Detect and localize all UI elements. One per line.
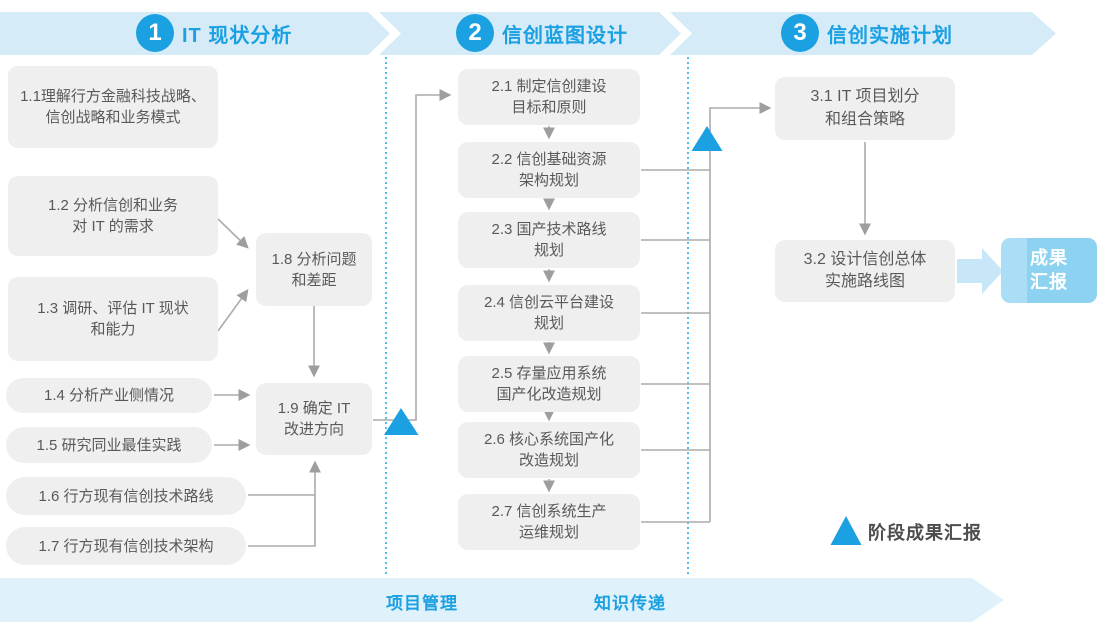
footer-item-project-management: 项目管理 xyxy=(386,594,458,613)
box-1-1: 1.1理解行方金融科技战略、 信创战略和业务模式 xyxy=(8,66,218,148)
phase3-band xyxy=(670,12,1056,55)
phase-2-title: 信创蓝图设计 xyxy=(502,24,628,47)
collector-to-3-1 xyxy=(709,102,772,522)
phase-3-number-badge: 3 xyxy=(781,14,819,52)
phase-1-title: IT 现状分析 xyxy=(182,24,293,47)
box-2-6: 2.6 核心系统国产化 改造规划 xyxy=(458,422,640,478)
legend-triangle-icon xyxy=(830,516,862,545)
phase-1-number-badge: 1 xyxy=(136,14,174,52)
box-1-3: 1.3 调研、评估 IT 现状 和能力 xyxy=(8,277,218,361)
report-box: 成果 汇报 xyxy=(1001,238,1097,303)
connector-1-3-to-1-8 xyxy=(217,289,249,332)
report-arrow-icon xyxy=(957,248,1003,294)
box-1-8: 1.8 分析问题 和差距 xyxy=(256,233,372,306)
phase-3-title: 信创实施计划 xyxy=(827,24,953,47)
phase-1-header: 1 IT 现状分析 xyxy=(136,13,292,53)
phase-2-header: 2 信创蓝图设计 xyxy=(456,13,628,53)
box-1-2: 1.2 分析信创和业务 对 IT 的需求 xyxy=(8,176,218,256)
box-1-5: 1.5 研究同业最佳实践 xyxy=(6,427,212,463)
box-1-9: 1.9 确定 IT 改进方向 xyxy=(256,383,372,455)
milestone-triangle-icon-stage1 xyxy=(384,408,419,435)
box-2-1: 2.1 制定信创建设 目标和原则 xyxy=(458,69,640,125)
footer-item-knowledge-transfer: 知识传递 xyxy=(594,594,666,613)
phase2-band xyxy=(379,12,681,55)
box-2-4: 2.4 信创云平台建设 规划 xyxy=(458,285,640,341)
phase1-band xyxy=(0,12,390,55)
box-2-2: 2.2 信创基础资源 架构规划 xyxy=(458,142,640,198)
connector-1-9-to-2-1 xyxy=(373,89,452,421)
bottom-band xyxy=(0,578,1004,622)
box-2-3: 2.3 国产技术路线 规划 xyxy=(458,212,640,268)
box-1-7: 1.7 行方现有信创技术架构 xyxy=(6,527,246,565)
connector-1-7-to-1-9 xyxy=(248,460,321,547)
box-1-4: 1.4 分析产业侧情况 xyxy=(6,378,212,413)
milestone-triangle-icon-stage2 xyxy=(691,126,723,151)
box-3-1: 3.1 IT 项目划分 和组合策略 xyxy=(775,77,955,140)
connector-1-2-to-1-8 xyxy=(217,218,249,249)
box-3-2: 3.2 设计信创总体 实施路线图 xyxy=(775,240,955,302)
phase-3-header: 3 信创实施计划 xyxy=(781,13,953,53)
box-2-7: 2.7 信创系统生产 运维规划 xyxy=(458,494,640,550)
box-2-5: 2.5 存量应用系统 国产化改造规划 xyxy=(458,356,640,412)
box-1-6: 1.6 行方现有信创技术路线 xyxy=(6,477,246,515)
phase-2-number-badge: 2 xyxy=(456,14,494,52)
legend-label: 阶段成果汇报 xyxy=(868,523,982,543)
